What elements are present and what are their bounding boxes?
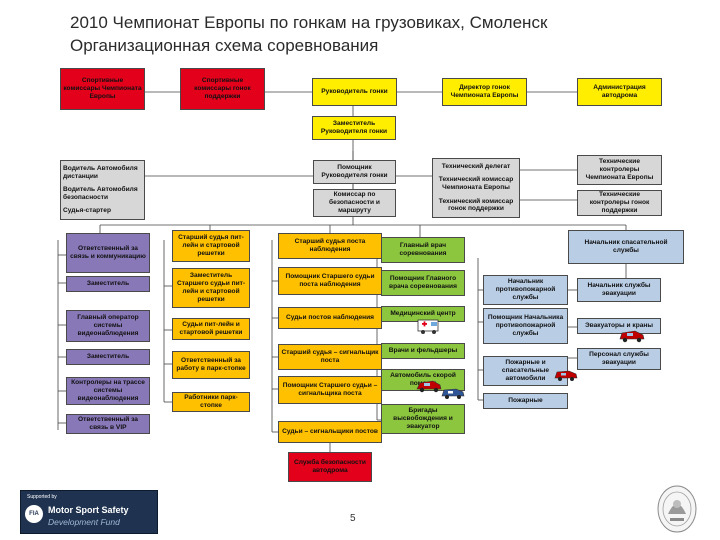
- box-sport-commissars: Спортивные комиссары Чемпионата Европы: [60, 68, 145, 110]
- label-tech-commissar-support: Технический комиссар гонок поддержки: [438, 197, 514, 213]
- box-fire-rescue-cars: Пожарные и спасательные автомобили: [483, 356, 568, 386]
- rescue-car-icon: [554, 370, 578, 381]
- box-commissar-safety: Комиссар по безопасности и маршруту: [313, 189, 396, 217]
- box-deputy-director: Заместитель Руководителя гонки: [312, 116, 396, 140]
- box-assistant-signal: Помощник Старшего судьи – сигнальщика по…: [278, 376, 382, 404]
- box-doctors: Врачи и фельдшеры: [381, 343, 465, 359]
- box-tow-cranes: Эвакуаторы и краны: [577, 318, 661, 334]
- fire-truck-icon: [441, 388, 465, 399]
- box-evac-staff: Персонал службы эвакуации: [577, 348, 661, 370]
- box-video-operator: Главный оператор системы видеонаблюдения: [66, 310, 150, 342]
- smolensk-emblem-icon: [657, 485, 697, 533]
- box-assistant-senior-post: Помощник Старшего судьи поста наблюдения: [278, 267, 382, 295]
- box-deputy-2: Заместитель: [66, 349, 150, 365]
- box-assistant-director: Помощник Руководителя гонки: [313, 160, 396, 184]
- logo-line-2: Development Fund: [48, 517, 120, 527]
- box-pitlane-judges: Судьи пит-лейн и стартовой решетки: [172, 318, 250, 340]
- fia-safety-fund-logo: Supported by FIA Motor Sport Safety Deve…: [20, 490, 158, 534]
- box-evac-brigades: Бригады высвобождения и эвакуатор: [381, 404, 465, 434]
- tow-truck-icon: [619, 330, 645, 343]
- box-signal-judges: Судьи – сигнальщики постов: [278, 421, 382, 443]
- page-number: 5: [350, 513, 356, 524]
- box-deputy-senior-pitlane: Заместитель Старшего судьи пит-лейн и ст…: [172, 268, 250, 308]
- box-evac-chief: Начальник службы эвакуации: [577, 278, 661, 302]
- box-director-ec: Директор гонок Чемпионата Европы: [442, 78, 527, 106]
- box-fire-chief: Начальник противопожарной службы: [483, 275, 568, 305]
- box-autodrome-admin: Администрация автодрома: [577, 78, 662, 106]
- logo-supported-by: Supported by: [27, 494, 57, 500]
- box-deputy-1: Заместитель: [66, 276, 150, 292]
- logo-line-1: Motor Sport Safety: [48, 505, 129, 515]
- medical-van-icon: [417, 319, 439, 334]
- box-assistant-doctor: Помощник Главного врача соревнования: [381, 270, 465, 296]
- label-safety-car-driver: Водитель Автомобиля дистанции: [63, 164, 138, 180]
- box-parc-ferme-workers: Работники парк-стопке: [172, 392, 250, 412]
- page-subtitle: Организационная схема соревнования: [70, 36, 379, 55]
- box-senior-post: Старший судья поста наблюдения: [278, 233, 382, 259]
- box-post-judges: Судьи постов наблюдения: [278, 307, 382, 329]
- box-tech-controllers-support: Технические контролеры гонок поддержки: [577, 190, 662, 216]
- box-assistant-fire: Помощник Начальника противопожарной служ…: [483, 308, 568, 344]
- box-resp-comms: Ответственный за связь и коммуникацию: [66, 233, 150, 273]
- fia-emblem-icon: FIA: [25, 505, 43, 523]
- page-title: 2010 Чемпионат Европы по гонкам на грузо…: [70, 13, 548, 32]
- box-safety-cars: Водитель Автомобиля дистанции Водитель А…: [60, 160, 145, 220]
- box-video-controllers: Контролеры на трассе системы видеонаблюд…: [66, 377, 150, 405]
- box-firemen: Пожарные: [483, 393, 568, 409]
- label-tech-commissar-ec: Технический комиссар Чемпионата Европы: [438, 176, 514, 192]
- box-race-director: Руководитель гонки: [312, 78, 397, 106]
- box-resp-parc-ferme: Ответственный за работу в парк-стопке: [172, 351, 250, 379]
- box-tech-delegate-group: Технический делегат Технический комиссар…: [432, 158, 520, 218]
- label-safety-car-driver-2: Водитель Автомобиля безопасности: [63, 186, 138, 201]
- box-security-service: Служба безопасности автодрома: [288, 452, 372, 482]
- box-resp-vip: Ответственный за связь в VIP: [66, 414, 150, 434]
- box-rescue-chief: Начальник спасательной службы: [568, 230, 684, 264]
- box-chief-doctor: Главный врач соревнования: [381, 237, 465, 263]
- label-starter: Судья-стартер: [63, 207, 111, 215]
- box-sport-commissars-support: Спортивные комиссары гонок поддержки: [180, 68, 265, 110]
- box-tech-controllers-ec: Технические контролеры Чемпионата Европы: [577, 155, 662, 185]
- label-tech-delegate: Технический делегат: [441, 162, 511, 170]
- box-senior-pitlane: Старший судья пит-лейн и стартовой решет…: [172, 230, 250, 262]
- box-senior-signal: Старший судья – сигнальщик поста: [278, 344, 382, 370]
- ambulance-car-icon: [416, 380, 442, 393]
